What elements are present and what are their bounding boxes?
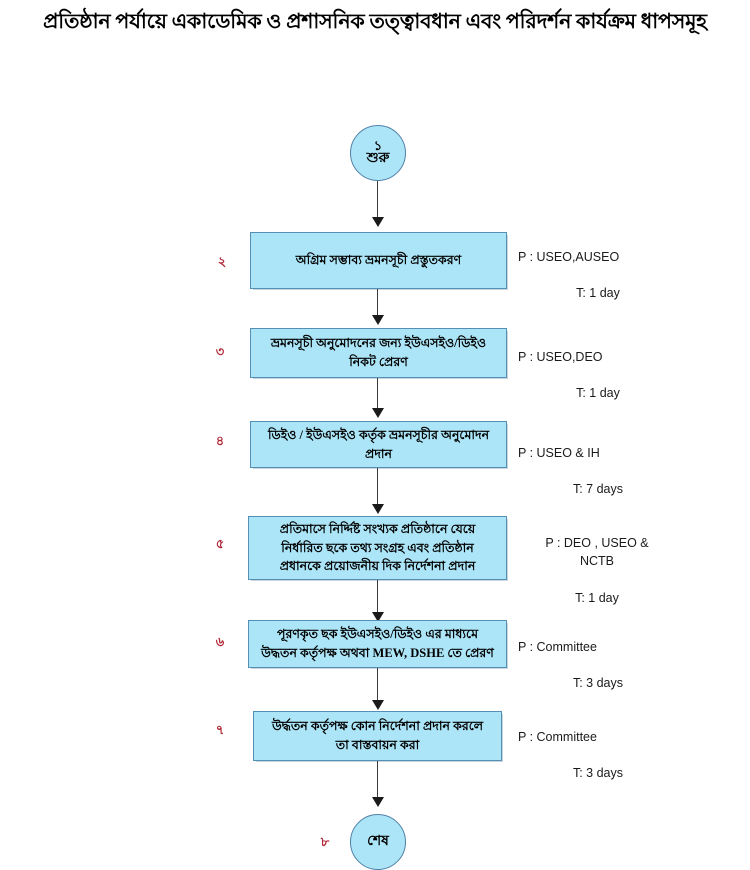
annotation-4-person: P : USEO & IH xyxy=(518,446,600,461)
start-step-number: ১ xyxy=(373,137,383,153)
process-box-7: উর্দ্ধতন কর্তৃপক্ষ কোন নির্দেশনা প্রদান … xyxy=(253,711,503,762)
arrowhead-step4 xyxy=(372,408,384,418)
annotation-3-time: T: 1 day xyxy=(576,386,620,401)
process-box-2-text: অগ্রিম সম্ভাব্য ভ্রমনসূচী প্রস্তুতকরণ xyxy=(295,253,462,268)
annotation-2-time: T: 1 day xyxy=(576,286,620,301)
step-number-7: ৭ xyxy=(215,722,225,737)
end-label: শেষ xyxy=(367,833,389,849)
start-terminator: ১ শুরু xyxy=(350,125,406,181)
connector-step6-to-step7 xyxy=(377,668,378,702)
arrowhead-step5 xyxy=(372,504,384,514)
process-box-5-text: প্রতিমাসে নির্দ্দিষ্ট সংখ্যক প্রতিষ্ঠানে… xyxy=(279,521,476,574)
arrowhead-step7 xyxy=(372,700,384,710)
end-terminator: শেষ xyxy=(350,814,406,870)
process-box-2: অগ্রিম সম্ভাব্য ভ্রমনসূচী প্রস্তুতকরণ xyxy=(250,232,508,290)
connector-step3-to-step4 xyxy=(377,378,378,410)
annotation-7-time: T: 3 days xyxy=(572,766,624,781)
annotation-5: P : DEO , USEO & NCTB T: 1 day xyxy=(512,516,682,625)
step-number-5: ৫ xyxy=(215,536,225,551)
annotation-4-time: T: 7 days xyxy=(572,482,624,497)
process-box-3: ভ্রমনসূচী অনুমোদনের জন্য ইউএসইও/ডিইও নিক… xyxy=(250,328,508,379)
step-number-2: ২ xyxy=(217,254,227,269)
arrowhead-step2 xyxy=(372,217,384,227)
step-number-4: ৪ xyxy=(215,433,225,448)
annotation-2: P : USEO,AUSEO T: 1 day xyxy=(518,230,678,321)
annotation-5-time: T: 1 day xyxy=(575,590,619,605)
annotation-2-person: P : USEO,AUSEO xyxy=(518,250,620,265)
process-box-5: প্রতিমাসে নির্দ্দিষ্ট সংখ্যক প্রতিষ্ঠানে… xyxy=(248,516,508,581)
annotation-6: P : Committee T: 3 days xyxy=(518,620,678,711)
start-label: শুরু xyxy=(366,151,390,167)
arrowhead-step6 xyxy=(372,612,384,622)
connector-start-to-step2 xyxy=(377,181,378,219)
annotation-7-person: P : Committee xyxy=(518,730,597,745)
connector-step4-to-step5 xyxy=(377,468,378,506)
process-box-6: পূরণকৃত ছক ইউএসইও/ডিইও এর মাধ্যমে উদ্ধতন… xyxy=(248,620,508,669)
annotation-7: P : Committee T: 3 days xyxy=(518,710,678,801)
annotation-6-person: P : Committee xyxy=(518,640,597,655)
process-box-6-text: পূরণকৃত ছক ইউএসইও/ডিইও এর মাধ্যমে উদ্ধতন… xyxy=(261,627,494,660)
step-number-6: ৬ xyxy=(215,634,225,649)
process-box-7-text: উর্দ্ধতন কর্তৃপক্ষ কোন নির্দেশনা প্রদান … xyxy=(271,719,484,752)
process-box-4-text: ডিইও / ইউএসইও কর্তৃক ভ্রমনসূচীর অনুমোদন … xyxy=(267,427,490,461)
arrowhead-step3 xyxy=(372,315,384,325)
step-number-3: ৩ xyxy=(215,344,225,359)
step-number-8: ৮ xyxy=(320,834,330,849)
process-box-3-text: ভ্রমনসূচী অনুমোদনের জন্য ইউএসইও/ডিইও নিক… xyxy=(270,336,487,369)
arrowhead-end xyxy=(372,797,384,807)
connector-step2-to-step3 xyxy=(377,289,378,317)
annotation-4: P : USEO & IH T: 7 days xyxy=(518,426,678,517)
annotation-3: P : USEO,DEO T: 1 day xyxy=(518,330,678,421)
annotation-5-person: P : DEO , USEO & NCTB xyxy=(545,536,649,569)
page-title: প্রতিষ্ঠান পর্যায়ে একাডেমিক ও প্রশাসনিক… xyxy=(43,11,707,33)
annotation-3-person: P : USEO,DEO xyxy=(518,350,603,365)
connector-step5-to-step6 xyxy=(377,580,378,614)
annotation-6-time: T: 3 days xyxy=(572,676,624,691)
process-box-4: ডিইও / ইউএসইও কর্তৃক ভ্রমনসূচীর অনুমোদন … xyxy=(250,421,508,469)
connector-step7-to-end xyxy=(377,761,378,799)
